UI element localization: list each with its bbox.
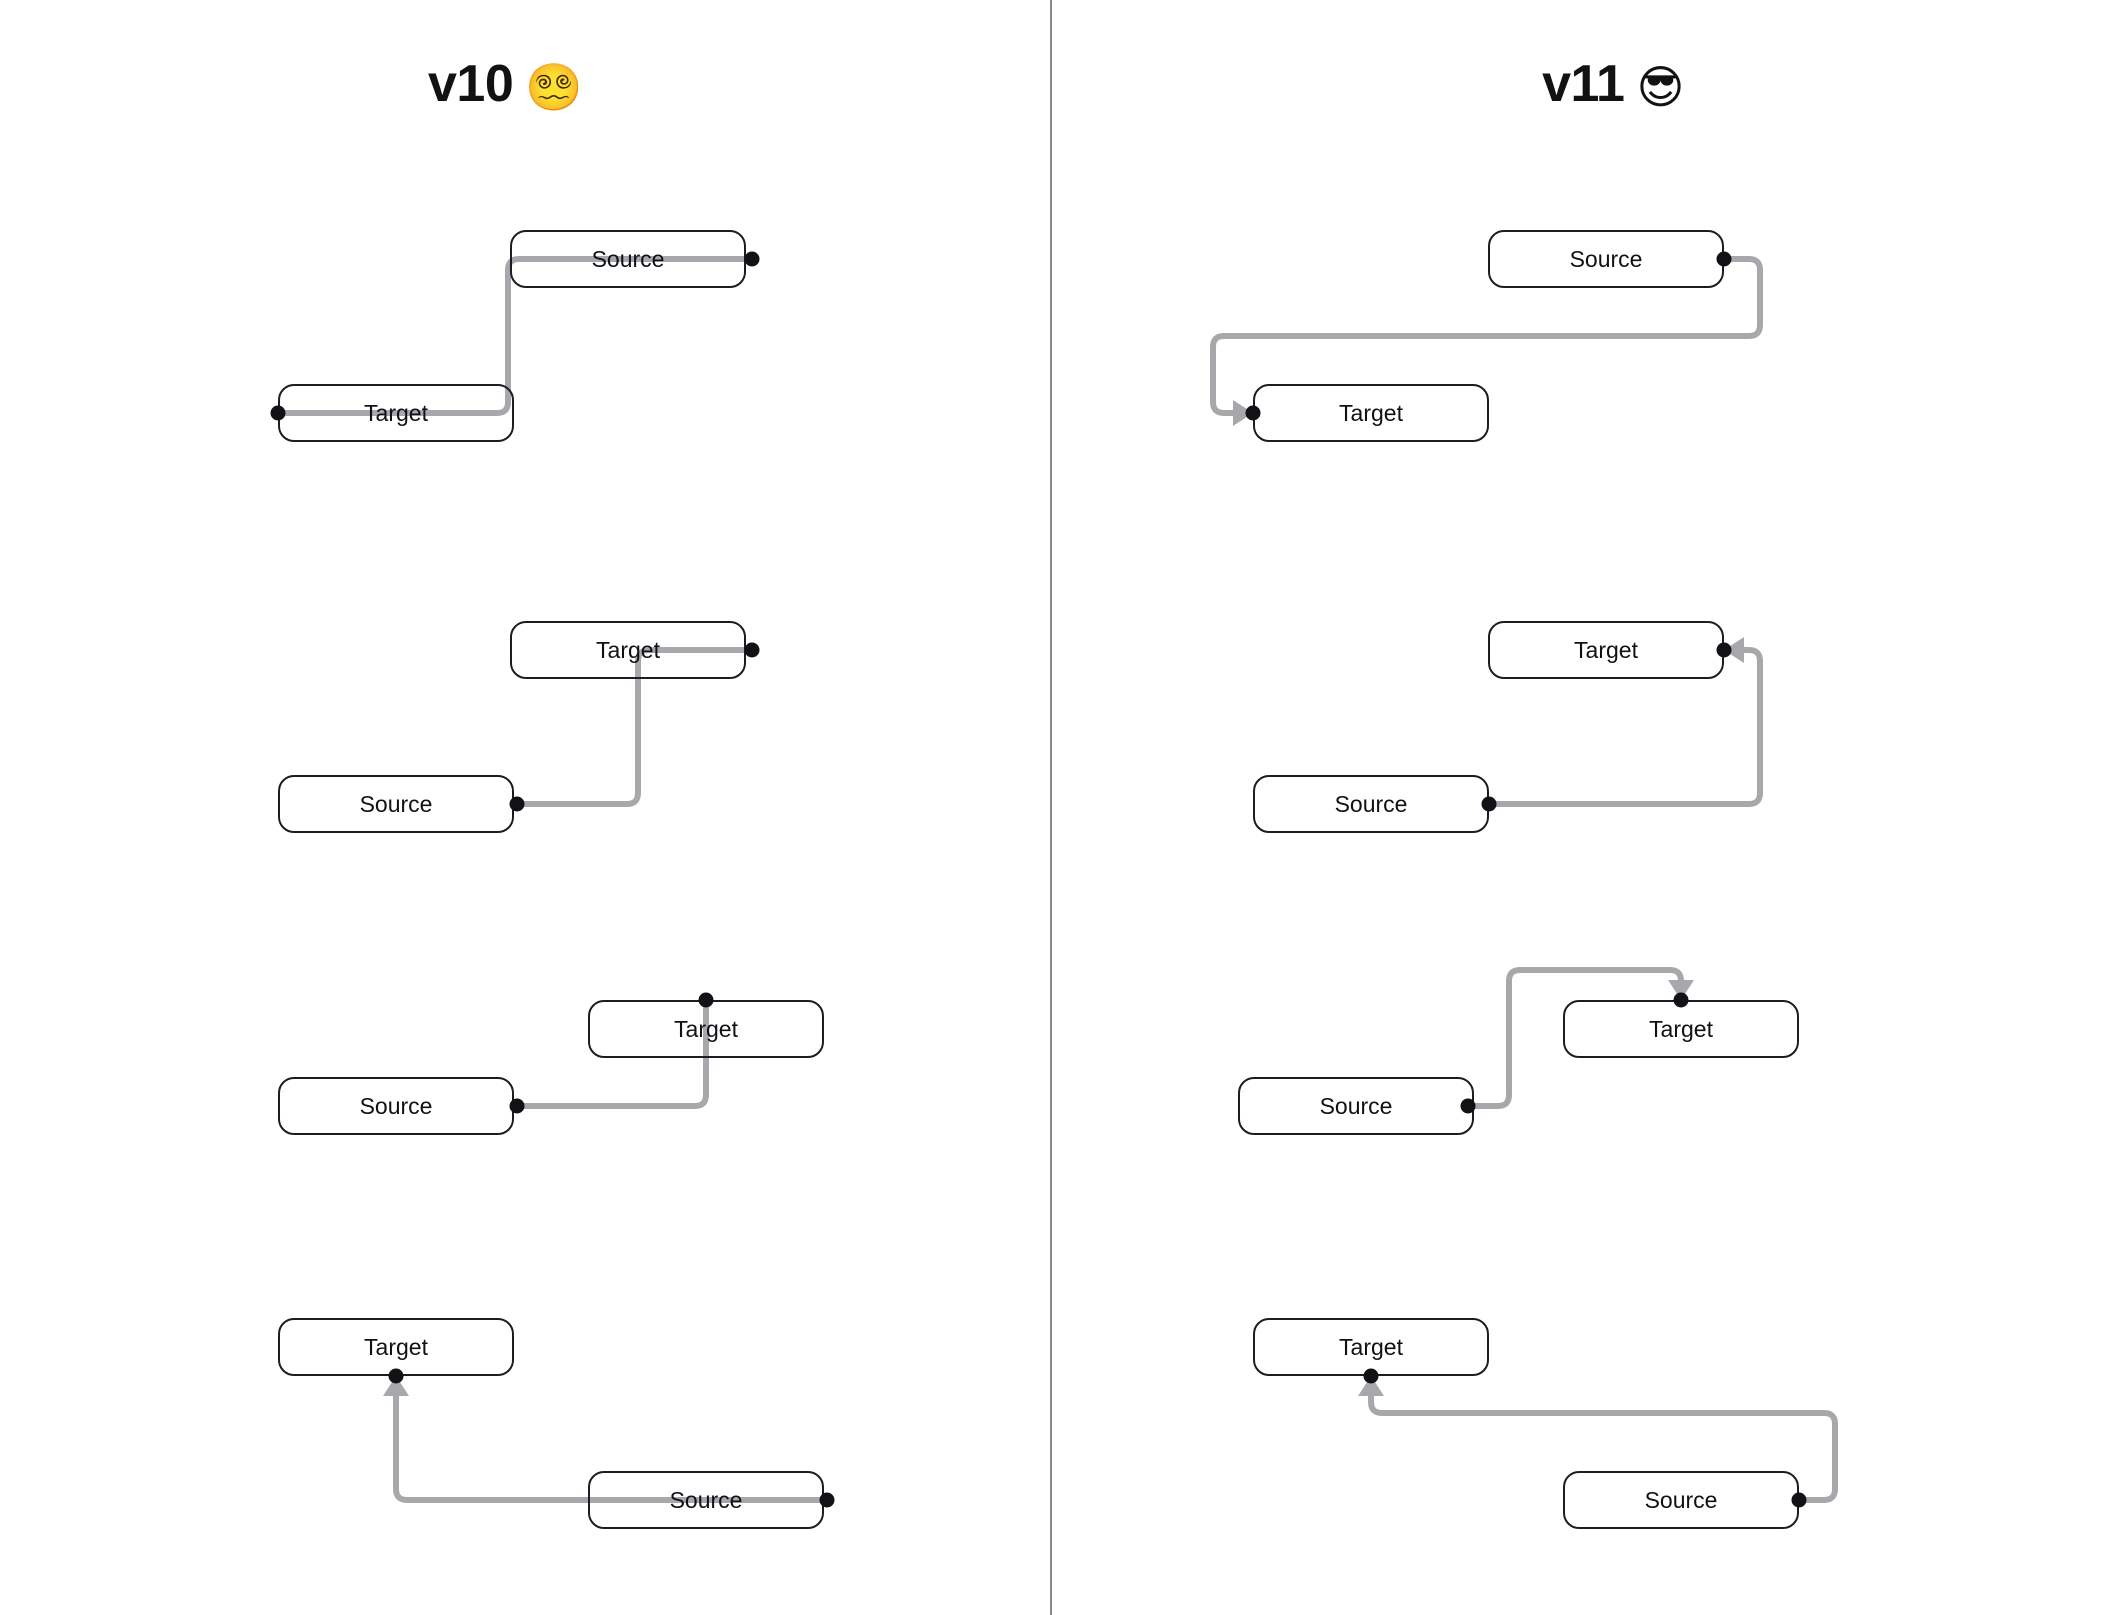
port-right-source-v10-row2[interactable]: [509, 796, 525, 812]
port-left-target-v10-row1[interactable]: [270, 405, 286, 421]
node-target-v11-row2[interactable]: Target: [1488, 621, 1724, 679]
node-source-v11-row4[interactable]: Source: [1563, 1471, 1799, 1529]
node-target-v10-row4[interactable]: Target: [278, 1318, 514, 1376]
column-title-v11: v11😎: [1542, 58, 1684, 110]
column-title-text: v10: [427, 55, 514, 113]
node-target-v11-row4[interactable]: Target: [1253, 1318, 1489, 1376]
node-label: Source: [359, 790, 433, 817]
node-label: Target: [1649, 1015, 1713, 1042]
port-top-target-v10-row3[interactable]: [698, 992, 714, 1008]
node-label: Target: [364, 1333, 428, 1360]
node-label: Target: [364, 399, 428, 426]
node-label: Target: [674, 1015, 738, 1042]
port-right-source-v10-row3[interactable]: [509, 1098, 525, 1114]
node-source-v11-row3[interactable]: Source: [1238, 1077, 1474, 1135]
node-target-v10-row3[interactable]: Target: [588, 1000, 824, 1058]
column-title-text: v11: [1542, 55, 1625, 113]
smiling-face-with-sunglasses-icon: 😎: [1636, 61, 1684, 113]
column-title-v10: v10😵‍💫: [427, 55, 583, 113]
node-label: Source: [1319, 1092, 1393, 1119]
port-right-target-v11-row2[interactable]: [1716, 642, 1732, 658]
port-right-source-v11-row2[interactable]: [1481, 796, 1497, 812]
port-right-source-v10-row4[interactable]: [819, 1492, 835, 1508]
port-top-target-v11-row3[interactable]: [1673, 992, 1689, 1008]
node-source-v10-row1[interactable]: Source: [510, 230, 746, 288]
port-bottom-target-v11-row4[interactable]: [1363, 1368, 1379, 1384]
node-label: Target: [1339, 399, 1403, 426]
node-label: Target: [596, 636, 660, 663]
port-left-target-v11-row1[interactable]: [1245, 405, 1261, 421]
node-source-v11-row1[interactable]: Source: [1488, 230, 1724, 288]
port-right-source-v11-row1[interactable]: [1716, 251, 1732, 267]
node-source-v10-row2[interactable]: Source: [278, 775, 514, 833]
node-label: Source: [1334, 790, 1408, 817]
node-target-v11-row1[interactable]: Target: [1253, 384, 1489, 442]
node-source-v10-row4[interactable]: Source: [588, 1471, 824, 1529]
node-label: Source: [591, 245, 665, 272]
node-label: Source: [1569, 245, 1643, 272]
node-source-v10-row3[interactable]: Source: [278, 1077, 514, 1135]
port-right-source-v10-row1[interactable]: [744, 251, 760, 267]
node-label: Source: [1644, 1486, 1718, 1513]
node-label: Target: [1339, 1333, 1403, 1360]
node-target-v10-row1[interactable]: Target: [278, 384, 514, 442]
node-target-v11-row3[interactable]: Target: [1563, 1000, 1799, 1058]
node-label: Source: [669, 1486, 743, 1513]
node-label: Source: [359, 1092, 433, 1119]
node-label: Target: [1574, 636, 1638, 663]
port-right-target-v10-row2[interactable]: [744, 642, 760, 658]
port-bottom-target-v10-row4[interactable]: [388, 1368, 404, 1384]
node-target-v10-row2[interactable]: Target: [510, 621, 746, 679]
column-divider: [1050, 0, 1052, 1615]
port-right-source-v11-row4[interactable]: [1791, 1492, 1807, 1508]
node-source-v11-row2[interactable]: Source: [1253, 775, 1489, 833]
face-with-spiral-eyes-icon: 😵‍💫: [525, 61, 583, 113]
port-right-source-v11-row3[interactable]: [1460, 1098, 1476, 1114]
